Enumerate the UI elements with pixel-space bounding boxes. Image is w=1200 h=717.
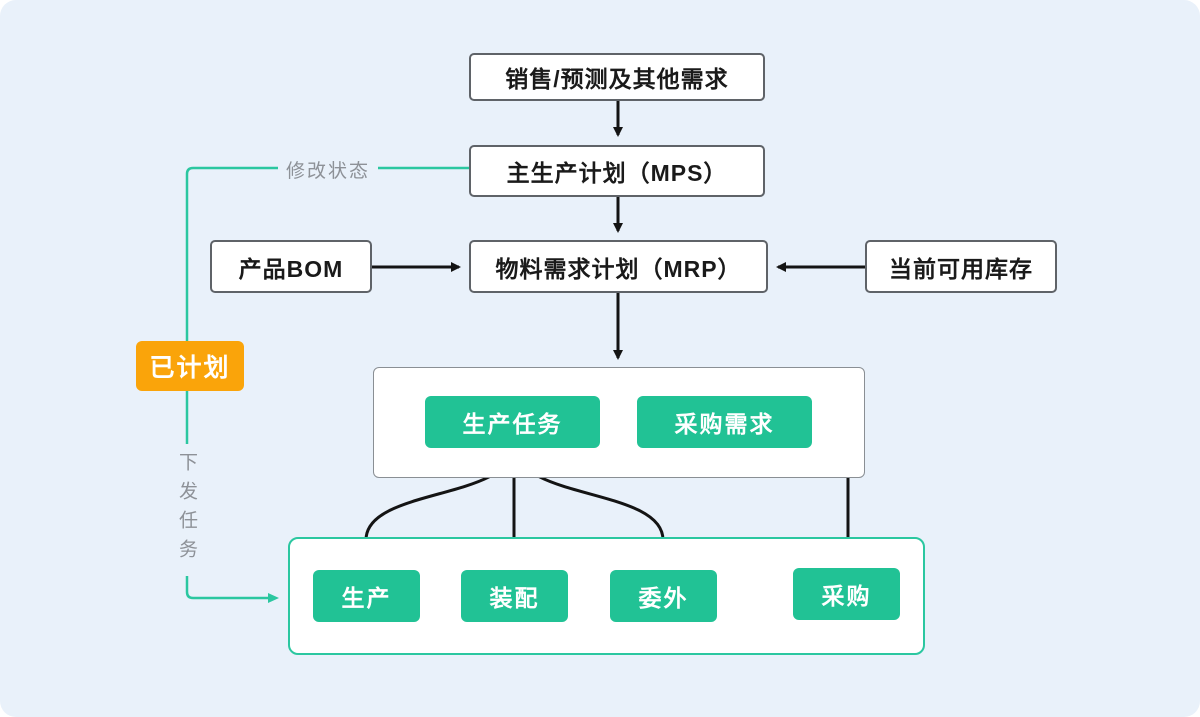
node-purchase-demand: 采购需求	[637, 396, 812, 448]
node-assembly: 装配	[461, 570, 568, 622]
node-product-bom: 产品BOM	[210, 240, 372, 293]
node-sales-forecast-demand: 销售/预测及其他需求	[469, 53, 765, 101]
node-purchase: 采购	[793, 568, 900, 620]
edge-label-dispatch-task: 下发任务	[173, 444, 200, 576]
edge-label-modify-status: 修改状态	[278, 156, 379, 183]
node-master-production-schedule: 主生产计划（MPS）	[469, 145, 765, 197]
node-production-task: 生产任务	[425, 396, 600, 448]
planned-status-badge: 已计划	[136, 341, 244, 391]
node-production: 生产	[313, 570, 420, 622]
node-outsourcing: 委外	[610, 570, 717, 622]
node-material-requirements-planning: 物料需求计划（MRP）	[469, 240, 768, 293]
node-available-inventory: 当前可用库存	[865, 240, 1057, 293]
